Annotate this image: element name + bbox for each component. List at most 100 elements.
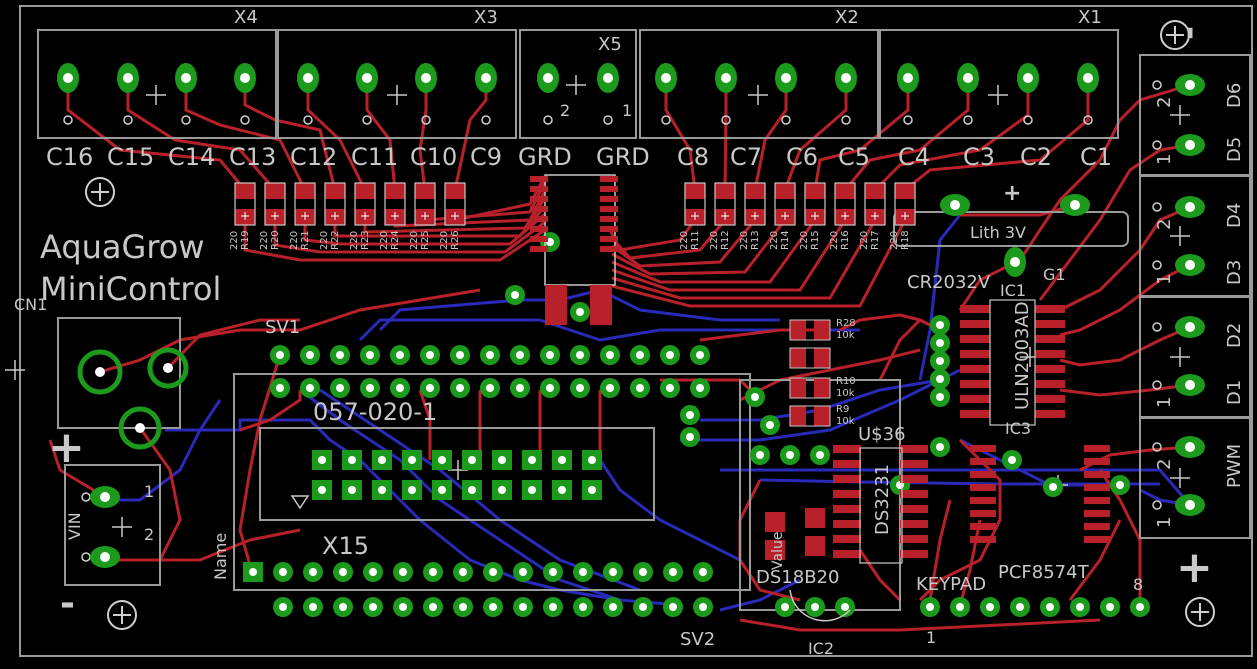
label-right-pin1-a: 1 xyxy=(1154,154,1175,165)
label-cr2032: CR2032V xyxy=(907,272,991,293)
resistors-r28-r9 xyxy=(790,320,830,426)
label-name: Name xyxy=(211,533,230,580)
terminal-label: GRD xyxy=(596,143,650,171)
resistor-name-label: R14 xyxy=(780,230,791,250)
terminal-label: C7 xyxy=(730,143,762,171)
label-sv1: SV1 xyxy=(265,317,300,338)
uln2003-chip xyxy=(960,305,1065,418)
resistor-name-label: R20 xyxy=(270,230,281,250)
label-cn1: CN1 xyxy=(14,295,47,314)
terminal-label: C10 xyxy=(410,143,457,171)
resistor-row-right xyxy=(684,182,916,226)
label-x15: X15 xyxy=(322,532,369,560)
value-capacitors xyxy=(765,508,825,560)
label-pcf: PCF8574T xyxy=(998,562,1090,583)
resistor-value-label: 220 xyxy=(679,231,690,250)
vin-plus-sign: + xyxy=(48,422,85,473)
terminal-label: C2 xyxy=(1020,143,1052,171)
label-ic1: IC1 xyxy=(1000,281,1026,300)
label-right-pin1-d: 1 xyxy=(1154,517,1175,528)
label-ic3: IC3 xyxy=(1005,419,1031,438)
vin-minus-sign: - xyxy=(60,583,75,624)
label-r10: R10 xyxy=(836,376,856,387)
mounting-hole-bottom-left xyxy=(107,600,137,630)
keypad-pads xyxy=(920,597,1150,617)
resistor-name-label: R18 xyxy=(900,230,911,250)
terminal-label: C6 xyxy=(786,143,818,171)
pcf8574-chip xyxy=(970,445,1110,543)
header-pin1-marker xyxy=(290,495,310,510)
label-ic1-part: ULN2003AD xyxy=(1012,301,1033,410)
terminal-label: C15 xyxy=(107,143,154,171)
terminal-small-holes xyxy=(63,80,1162,562)
label-right-pin2-a: 2 xyxy=(1154,97,1175,108)
right-minus-sign: - xyxy=(1169,26,1209,40)
label-right-pin1-b: 1 xyxy=(1154,274,1175,285)
resistor-value-label: 220 xyxy=(739,231,750,250)
resistor-value-label: 220 xyxy=(859,231,870,250)
mounting-hole-bottom-right xyxy=(1185,597,1215,627)
resistor-name-label: R23 xyxy=(360,230,371,250)
resistor-value-label: 220 xyxy=(709,231,720,250)
terminal-label: C5 xyxy=(838,143,870,171)
label-d6: D6 xyxy=(1224,83,1245,108)
label-vin: VIN xyxy=(65,512,84,540)
ds3231-chip xyxy=(833,445,928,558)
ds3231-outline xyxy=(859,447,903,564)
label-keypad: KEYPAD xyxy=(916,574,986,595)
label-d4: D4 xyxy=(1224,203,1245,228)
label-ds18b20: DS18B20 xyxy=(756,567,839,588)
terminal-label: C9 xyxy=(470,143,502,171)
label-r9-val: 10k xyxy=(836,416,855,427)
crosshair-markers xyxy=(5,75,1190,537)
resistor-name-label: R15 xyxy=(810,230,821,250)
battery-plus-sign: + xyxy=(1003,181,1021,206)
label-keypad-pin8: 8 xyxy=(1133,575,1143,594)
label-d2: D2 xyxy=(1224,323,1245,348)
sv1-pads xyxy=(270,345,710,398)
resistor-value-label: 220 xyxy=(769,231,780,250)
label-x3: X3 xyxy=(474,7,498,28)
resistor-name-label: R17 xyxy=(870,230,881,250)
board-title-line2: MiniControl xyxy=(40,270,221,308)
uln2003-outline xyxy=(989,299,1036,426)
label-vin-pin1: 1 xyxy=(144,482,154,501)
board-title-line1: AquaGrow xyxy=(40,228,205,266)
ds18b20-outline xyxy=(789,589,851,622)
terminal-label: GRD xyxy=(518,143,572,171)
resistor-value-label: 220 xyxy=(439,231,450,250)
label-x5: X5 xyxy=(598,34,622,55)
cn1-pads xyxy=(77,347,189,450)
resistor-value-label: 220 xyxy=(889,231,900,250)
resistor-name-label: R25 xyxy=(420,230,431,250)
label-ds3231: DS3231 xyxy=(872,464,893,535)
right-plus-sign: + xyxy=(1176,542,1213,593)
resistor-name-label: R26 xyxy=(450,230,461,250)
label-x1: X1 xyxy=(1078,7,1102,28)
resistor-name-label: R24 xyxy=(390,230,401,250)
terminal-label: C14 xyxy=(168,143,215,171)
mounting-hole-left xyxy=(85,177,115,207)
resistor-row-left xyxy=(234,182,466,226)
terminal-label: C4 xyxy=(898,143,930,171)
ribbon-header-pads xyxy=(312,450,602,500)
label-d1: D1 xyxy=(1224,380,1245,405)
resistor-value-label: 220 xyxy=(799,231,810,250)
terminal-label: C13 xyxy=(229,143,276,171)
resistor-value-label: 220 xyxy=(349,231,360,250)
label-d3: D3 xyxy=(1224,260,1245,285)
label-value: Value xyxy=(770,532,786,570)
terminal-label: C3 xyxy=(963,143,995,171)
resistor-name-label: R13 xyxy=(750,230,761,250)
resistor-name-label: R12 xyxy=(720,230,731,250)
terminal-label: C16 xyxy=(46,143,93,171)
label-r10-val: 10k xyxy=(836,388,855,399)
resistor-outlines xyxy=(789,319,831,427)
resistor-name-label: R22 xyxy=(330,230,341,250)
resistor-value-label: 220 xyxy=(289,231,300,250)
label-vin-pin2: 2 xyxy=(144,525,154,544)
terminal-label: C1 xyxy=(1080,143,1112,171)
